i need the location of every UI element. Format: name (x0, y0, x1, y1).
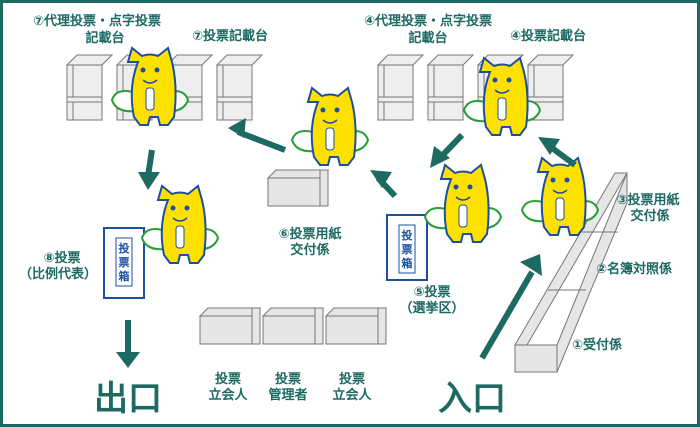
ballot-box-label: 箱 (402, 256, 413, 270)
ballot-box-label: 票 (119, 256, 130, 269)
label-ballot-issue-3: ③投票用紙 (616, 192, 679, 208)
label-witness-left: 投票 (215, 371, 241, 387)
label-vote-5: ⑤投票 (413, 284, 450, 300)
label-witness-right: 立会人 (332, 387, 372, 403)
ballot-box-icon: 投 票 箱 (386, 214, 428, 281)
label-proxy-booth-4: ④代理投票・点字投票 (364, 13, 492, 29)
label-manager: 管理者 (268, 387, 307, 403)
label-booth-4: ④投票記載台 (510, 28, 586, 44)
label-proxy-booth-7: 記載台 (85, 30, 124, 46)
label-booth-7: ⑦投票記載台 (192, 28, 268, 44)
label-vote-8: （比例代表） (19, 266, 97, 282)
desk-icon (267, 169, 329, 207)
ballot-box-label: 投 (119, 241, 130, 255)
reception-counter (514, 172, 628, 373)
desk-icon (262, 307, 324, 345)
label-ballot-issue-6: ⑥投票用紙 (278, 226, 341, 242)
label-ballot-issue-3: 交付係 (630, 208, 669, 224)
label-proxy-booth-4: 記載台 (408, 30, 447, 46)
label-reception-1: ①受付係 (572, 337, 622, 353)
mascot-icon (291, 87, 369, 166)
label-vote-5: （選挙区） (399, 300, 464, 316)
label-vote-8: ⑧投票 (43, 250, 80, 266)
label-ballot-issue-6: 交付係 (290, 242, 329, 258)
ballot-box-label: 投 (402, 228, 413, 242)
label-proxy-booth-7: ⑦代理投票・点字投票 (33, 13, 161, 29)
ballot-box-label: 票 (402, 243, 413, 256)
arrow-icon (116, 118, 577, 368)
ballot-box-icon: 投 票 箱 (103, 227, 145, 299)
mascot-icon (141, 185, 219, 264)
label-witness-left: 立会人 (208, 387, 248, 403)
label-exit: 出口 (94, 379, 162, 419)
desk-icon (199, 307, 261, 345)
label-witness-right: 投票 (339, 371, 365, 387)
label-register-check-2: ②名簿対照係 (596, 261, 672, 277)
desk-icon (325, 307, 387, 345)
label-manager: 投票 (275, 371, 301, 387)
label-entrance: 入口 (438, 379, 506, 419)
mascot-icon (424, 164, 502, 243)
ballot-box-label: 箱 (119, 269, 130, 283)
